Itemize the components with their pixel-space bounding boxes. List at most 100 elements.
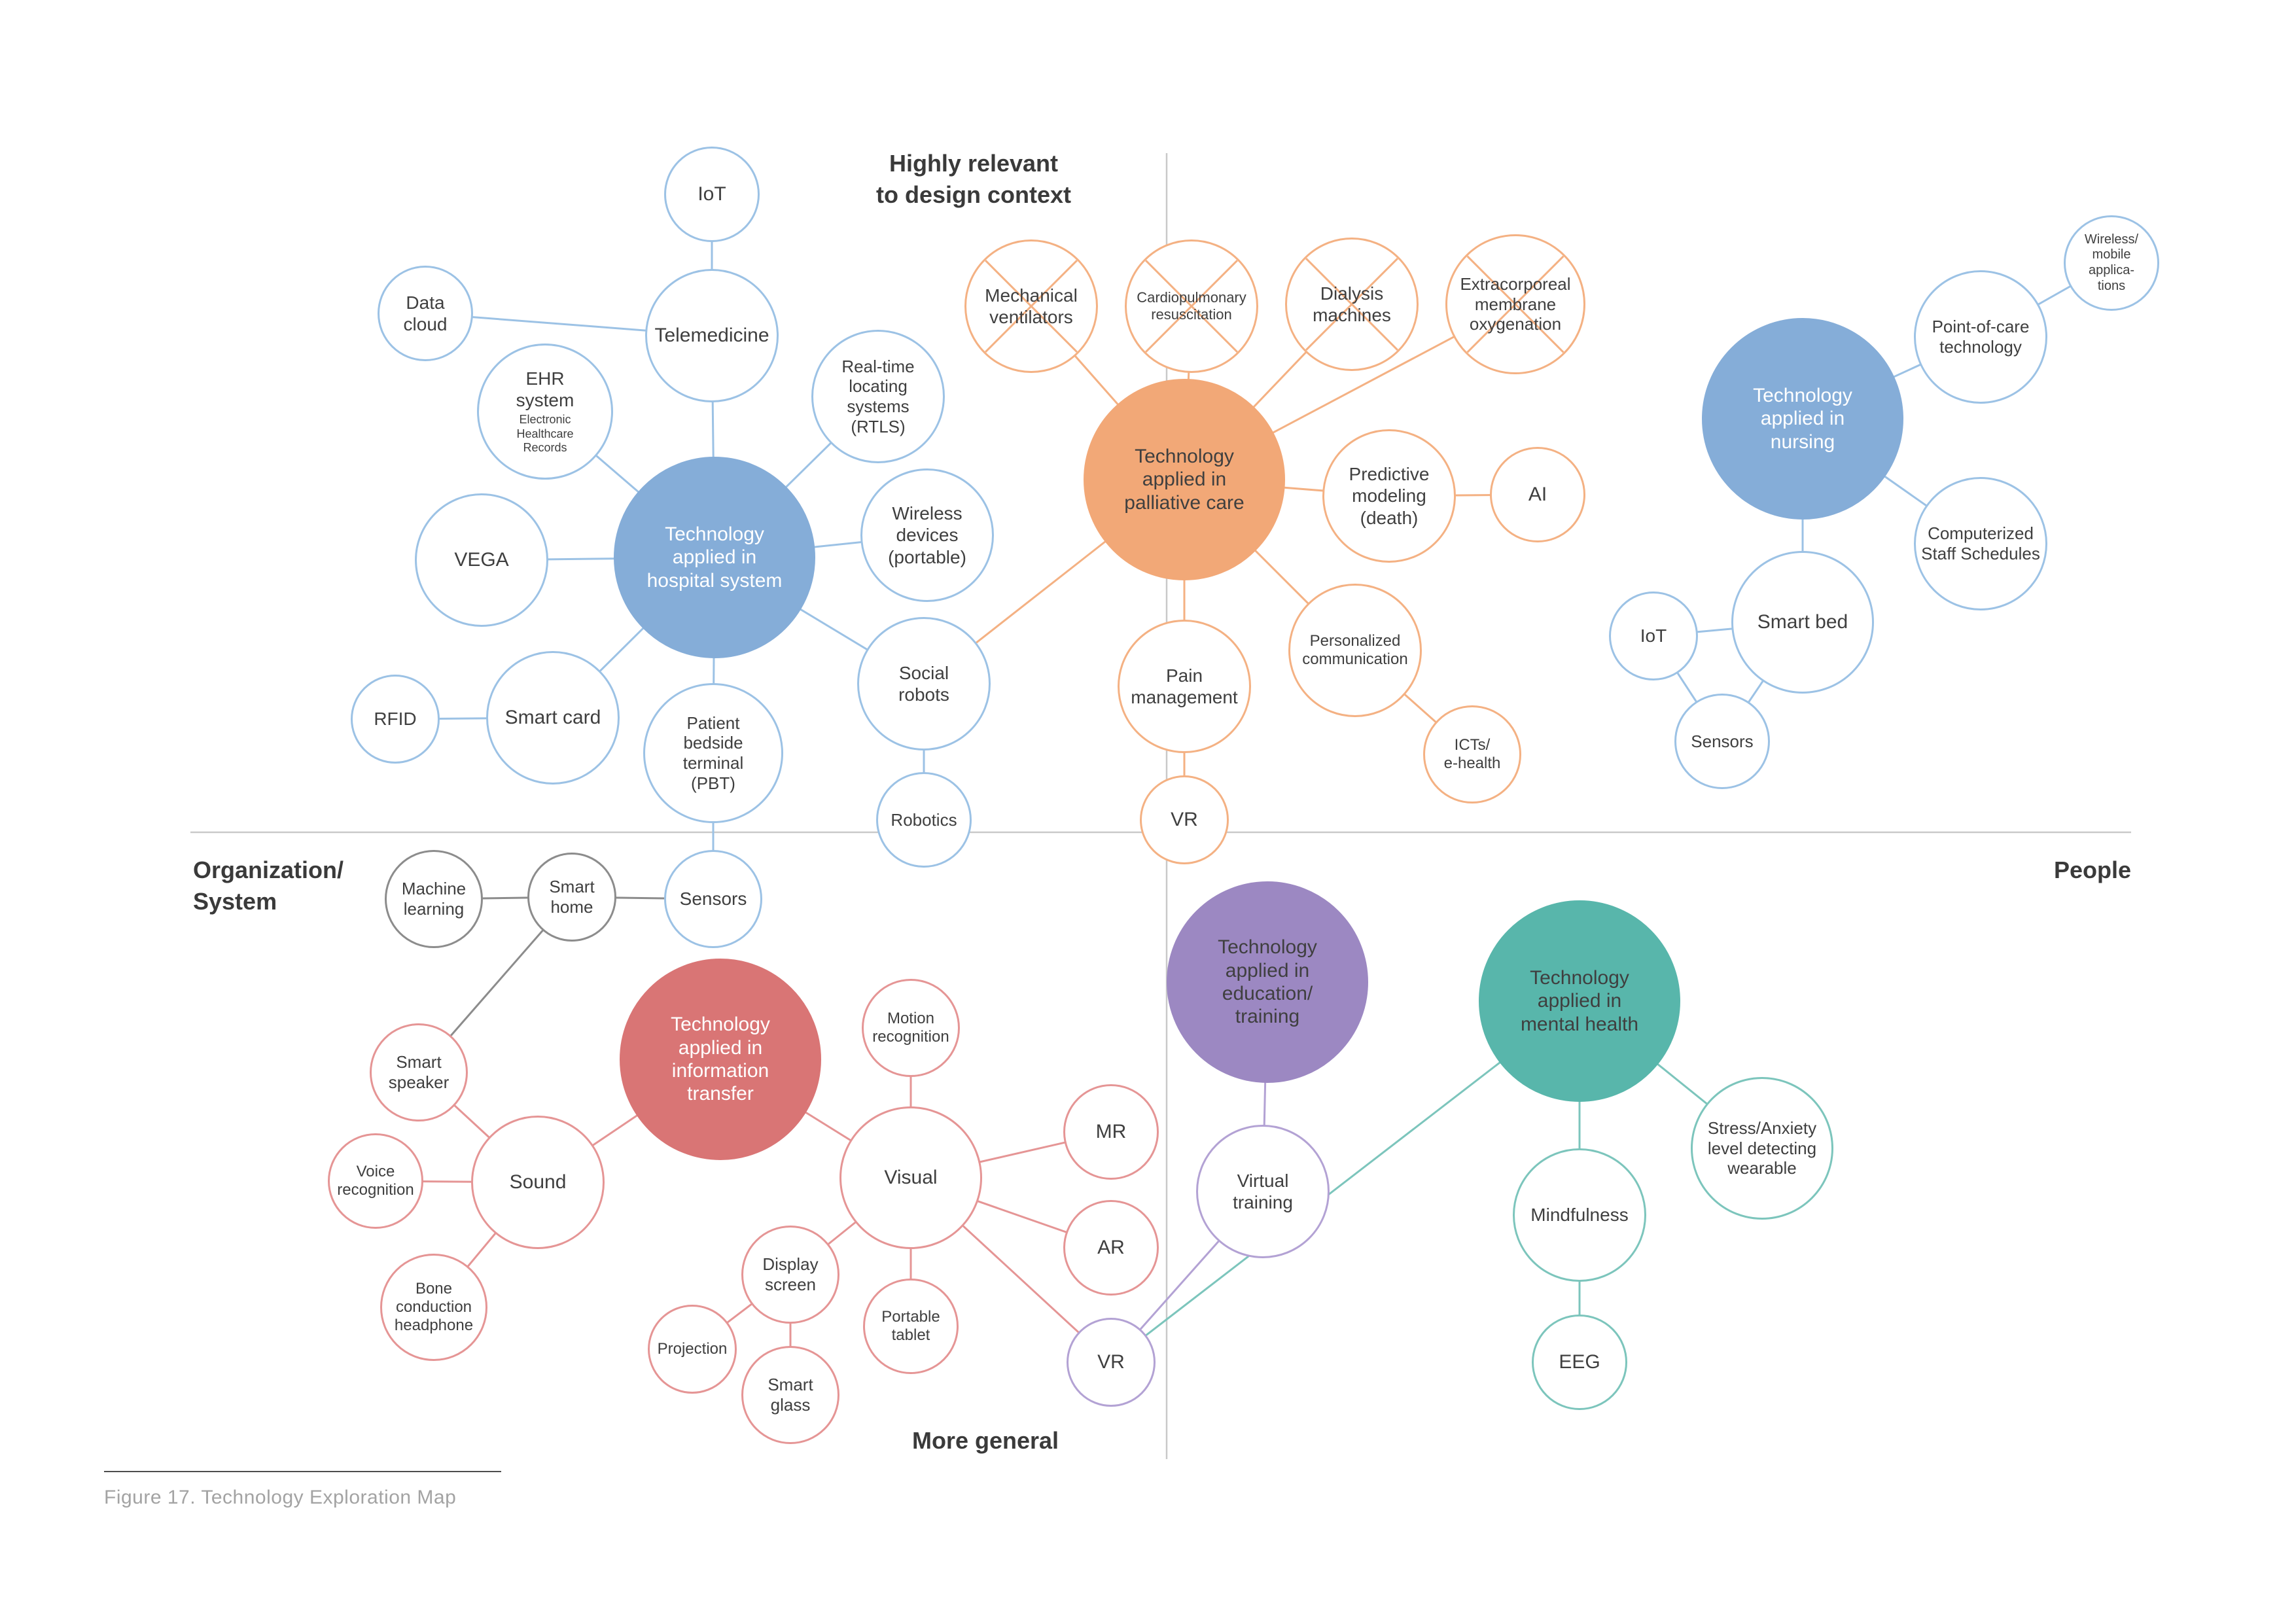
node-label: Smart speaker bbox=[388, 1052, 450, 1092]
node-label: IoT bbox=[1640, 626, 1667, 646]
node-hub-hospital: Technology applied in hospital system bbox=[614, 457, 815, 658]
node-projection: Projection bbox=[648, 1305, 737, 1394]
node-label: Technology applied in education/ trainin… bbox=[1218, 936, 1317, 1028]
node-iot-nursing: IoT bbox=[1609, 591, 1698, 680]
node-smart-bed: Smart bed bbox=[1731, 551, 1874, 694]
node-label: AI bbox=[1528, 484, 1547, 506]
node-data-cloud: Data cloud bbox=[378, 266, 473, 361]
node-label: Predictive modeling (death) bbox=[1349, 464, 1430, 528]
node-robotics: Robotics bbox=[876, 772, 972, 868]
node-label: Cardiopulmonary resuscitation bbox=[1137, 289, 1246, 323]
node-label: EEG bbox=[1559, 1351, 1600, 1373]
node-mechanical-ventilators: Mechanical ventilators bbox=[964, 239, 1098, 373]
node-predictive-modeling: Predictive modeling (death) bbox=[1322, 429, 1456, 563]
node-label: Technology applied in mental health bbox=[1520, 966, 1639, 1035]
node-label: Patient bedside terminal (PBT) bbox=[682, 713, 744, 793]
node-ai: AI bbox=[1490, 447, 1585, 542]
node-label: Sensors bbox=[679, 889, 747, 909]
node-label: Data cloud bbox=[403, 292, 448, 334]
node-personalized-communication: Personalized communication bbox=[1288, 584, 1422, 717]
axis-label-left: Organization/ System bbox=[193, 856, 344, 915]
cross-out-icon bbox=[1287, 239, 1417, 369]
node-pain-management: Pain management bbox=[1118, 620, 1251, 753]
node-hub-nursing: Technology applied in nursing bbox=[1702, 318, 1903, 520]
node-label: Technology applied in nursing bbox=[1753, 384, 1852, 453]
node-sensors-nursing: Sensors bbox=[1674, 694, 1770, 789]
node-virtual-training: Virtual training bbox=[1196, 1125, 1330, 1258]
node-label: Technology applied in palliative care bbox=[1124, 445, 1245, 514]
node-label: Sound bbox=[509, 1171, 567, 1193]
node-label: Computerized Staff Schedules bbox=[1921, 523, 2040, 563]
node-label: Motion recognition bbox=[872, 1009, 949, 1046]
node-label: Smart glass bbox=[768, 1375, 813, 1415]
node-label: Telemedicine bbox=[654, 325, 769, 347]
node-smart-home: Smart home bbox=[527, 853, 616, 942]
node-label: Smart card bbox=[504, 707, 601, 729]
node-vega: VEGA bbox=[415, 493, 548, 627]
node-label: Mindfulness bbox=[1530, 1205, 1629, 1226]
node-display-screen: Display screen bbox=[741, 1226, 839, 1324]
node-label: VR bbox=[1171, 809, 1198, 831]
node-label: Smart home bbox=[549, 877, 595, 917]
node-label: Machine learning bbox=[401, 879, 467, 919]
node-label: AR bbox=[1097, 1237, 1125, 1259]
node-ar: AR bbox=[1063, 1200, 1159, 1296]
node-iot-hospital: IoT bbox=[664, 147, 760, 242]
node-staff-schedules: Computerized Staff Schedules bbox=[1914, 477, 2047, 610]
node-smart-speaker: Smart speaker bbox=[370, 1023, 468, 1121]
node-dialysis-machines: Dialysis machines bbox=[1285, 238, 1419, 371]
node-label: Technology applied in information transf… bbox=[671, 1014, 770, 1105]
node-label: Mechanical ventilators bbox=[985, 285, 1078, 327]
node-point-of-care: Point-of-care technology bbox=[1914, 270, 2047, 404]
node-telemedicine: Telemedicine bbox=[645, 269, 779, 402]
node-machine-learning: Machine learning bbox=[385, 850, 483, 948]
node-label: Visual bbox=[884, 1167, 938, 1189]
node-wireless-devices: Wireless devices (portable) bbox=[860, 468, 994, 602]
node-label: EHR system bbox=[516, 368, 574, 411]
node-sensors-hospital: Sensors bbox=[664, 850, 762, 948]
node-label: Stress/Anxiety level detecting wearable bbox=[1707, 1118, 1817, 1178]
node-mindfulness: Mindfulness bbox=[1513, 1148, 1646, 1282]
node-eeg: EEG bbox=[1532, 1315, 1627, 1410]
node-ecmo: Extracorporeal membrane oxygenation bbox=[1445, 234, 1585, 374]
node-voice-recognition: Voice recognition bbox=[328, 1133, 423, 1229]
caption-rule bbox=[104, 1471, 501, 1472]
node-label: Pain management bbox=[1131, 665, 1238, 707]
node-visual: Visual bbox=[839, 1106, 982, 1249]
node-sound: Sound bbox=[471, 1116, 605, 1249]
node-label: MR bbox=[1095, 1121, 1127, 1143]
node-label: Wireless/ mobile applica- tions bbox=[2084, 232, 2139, 293]
node-hub-palliative: Technology applied in palliative care bbox=[1084, 379, 1285, 580]
node-motion-recognition: Motion recognition bbox=[862, 979, 960, 1077]
node-vr-palliative: VR bbox=[1140, 775, 1229, 864]
node-label: Display screen bbox=[762, 1254, 819, 1294]
node-label: IoT bbox=[698, 183, 726, 205]
node-label: Wireless devices (portable) bbox=[888, 503, 966, 567]
node-sublabel: Electronic Healthcare Records bbox=[516, 413, 574, 455]
node-bone-conduction: Bone conduction headphone bbox=[380, 1254, 487, 1361]
node-label: Portable tablet bbox=[881, 1307, 940, 1344]
cross-out-icon bbox=[1127, 241, 1256, 371]
node-smart-card: Smart card bbox=[486, 651, 620, 785]
node-label: VEGA bbox=[454, 549, 509, 571]
node-label: Virtual training bbox=[1233, 1170, 1293, 1212]
node-vr-general: VR bbox=[1067, 1318, 1156, 1407]
node-pbt: Patient bedside terminal (PBT) bbox=[643, 683, 783, 823]
node-label: ICTs/ e-health bbox=[1443, 735, 1501, 772]
node-label: Projection bbox=[657, 1339, 728, 1358]
node-label: Sensors bbox=[1691, 731, 1754, 751]
node-label: Personalized communication bbox=[1302, 631, 1408, 668]
node-label: VR bbox=[1097, 1351, 1125, 1373]
node-label: Technology applied in hospital system bbox=[646, 523, 783, 591]
figure-caption: Figure 17. Technology Exploration Map bbox=[104, 1487, 457, 1508]
node-hub-education: Technology applied in education/ trainin… bbox=[1167, 881, 1368, 1083]
node-label: Voice recognition bbox=[337, 1162, 414, 1199]
axis-label-bottom: More general bbox=[911, 1427, 1059, 1454]
node-label: RFID bbox=[374, 709, 417, 730]
cross-out-icon bbox=[1447, 236, 1583, 372]
node-label: Dialysis machines bbox=[1313, 283, 1391, 325]
node-social-robots: Social robots bbox=[857, 617, 991, 750]
